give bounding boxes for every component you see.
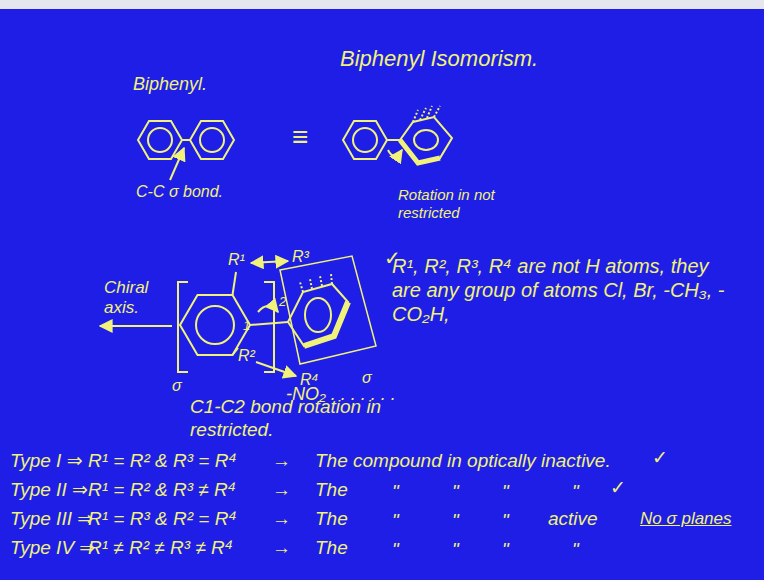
note-text: R¹ ≠ R² ≠ R³ ≠ R⁴ [88, 537, 233, 560]
benzene-ring [190, 121, 234, 159]
ring-circle [196, 306, 234, 344]
note-text: 1 [243, 318, 250, 334]
note-text: ✓ [610, 477, 626, 500]
ditto-mark: " [452, 539, 459, 562]
ring-circle [148, 128, 172, 152]
note-text: Type IV ⇒ [10, 537, 95, 560]
slide-title: Biphenyl Isomorism. [340, 46, 538, 72]
benzene-ring [138, 121, 182, 159]
note-text: → [272, 450, 291, 473]
note-text: The [315, 508, 348, 531]
substituent-bond [233, 348, 239, 355]
cc-bond [387, 139, 400, 141]
note-text: C1-C2 bond rotation in restricted. [190, 396, 405, 442]
ditto-mark: " [502, 539, 509, 562]
ditto-mark: " [572, 481, 579, 504]
perpendicular-ring [288, 284, 348, 346]
note-text: C-C σ bond. [136, 182, 223, 201]
note-text: No σ planes [640, 509, 732, 529]
ditto-mark: " [392, 510, 399, 533]
note-text: ≡ [292, 120, 308, 154]
hatch [300, 274, 332, 292]
note-text: R¹ = R² & R³ = R⁴ [88, 450, 237, 473]
note-text: Type III ⇒ [10, 508, 93, 531]
ditto-mark: " [392, 481, 399, 504]
note-text: → [272, 479, 291, 502]
note-text: The compound in optically inactive. [315, 450, 611, 473]
front-edge [400, 140, 440, 163]
chiral-axis-arrow [100, 325, 172, 327]
benzene-ring [343, 121, 387, 159]
note-text: Type II ⇒ [10, 479, 88, 502]
note-text: Chiral axis. [104, 278, 176, 319]
front-edge [304, 302, 348, 346]
note-text: R¹ = R² & R³ ≠ R⁴ [88, 479, 236, 502]
note-text: 2 [279, 294, 286, 310]
ditto-mark: " [452, 510, 459, 533]
pointer-arrow [170, 148, 184, 180]
note-text: Type I ⇒ [10, 450, 83, 473]
c1-c2-bond [250, 322, 288, 325]
rotation-arrow [258, 306, 278, 312]
note-text: R³ [292, 247, 309, 266]
note-text: → [272, 537, 291, 560]
note-text: R¹ = R³ & R² = R⁴ [88, 508, 237, 531]
ring-box [280, 256, 376, 364]
ring-circle [414, 130, 438, 150]
bracket [178, 282, 188, 372]
bracket [264, 282, 274, 372]
note-text: σ [172, 376, 182, 395]
ring-circle [305, 298, 331, 332]
note-text: Biphenyl. [133, 74, 207, 96]
ring-circle [200, 128, 224, 152]
note-text: ✓ [652, 447, 668, 470]
interaction-arrow [256, 362, 296, 376]
note-text: The [315, 537, 348, 560]
tilted-ring [400, 117, 452, 163]
ditto-mark: " [392, 539, 399, 562]
top-strip [0, 0, 764, 9]
cc-bond [182, 139, 190, 141]
note-text: The [315, 479, 348, 502]
hatch [413, 106, 440, 122]
benzene-ring [180, 295, 250, 355]
interaction-arrow [251, 261, 288, 263]
ditto-mark: " [502, 510, 509, 533]
note-text: → [272, 508, 291, 531]
note-text: active [548, 508, 598, 531]
ditto-mark: " [502, 481, 509, 504]
ditto-mark: " [452, 481, 459, 504]
rotation-arrow [388, 150, 402, 156]
note-text: R¹, R², R³, R⁴ are not H atoms, they are… [392, 254, 742, 326]
note-text: R² [238, 346, 255, 365]
ditto-mark: " [572, 539, 579, 562]
note-text: Rotation in not restricted [398, 186, 516, 222]
substituent-bond [233, 272, 237, 295]
note-text: R¹ [228, 250, 245, 269]
ring-circle [353, 128, 377, 152]
